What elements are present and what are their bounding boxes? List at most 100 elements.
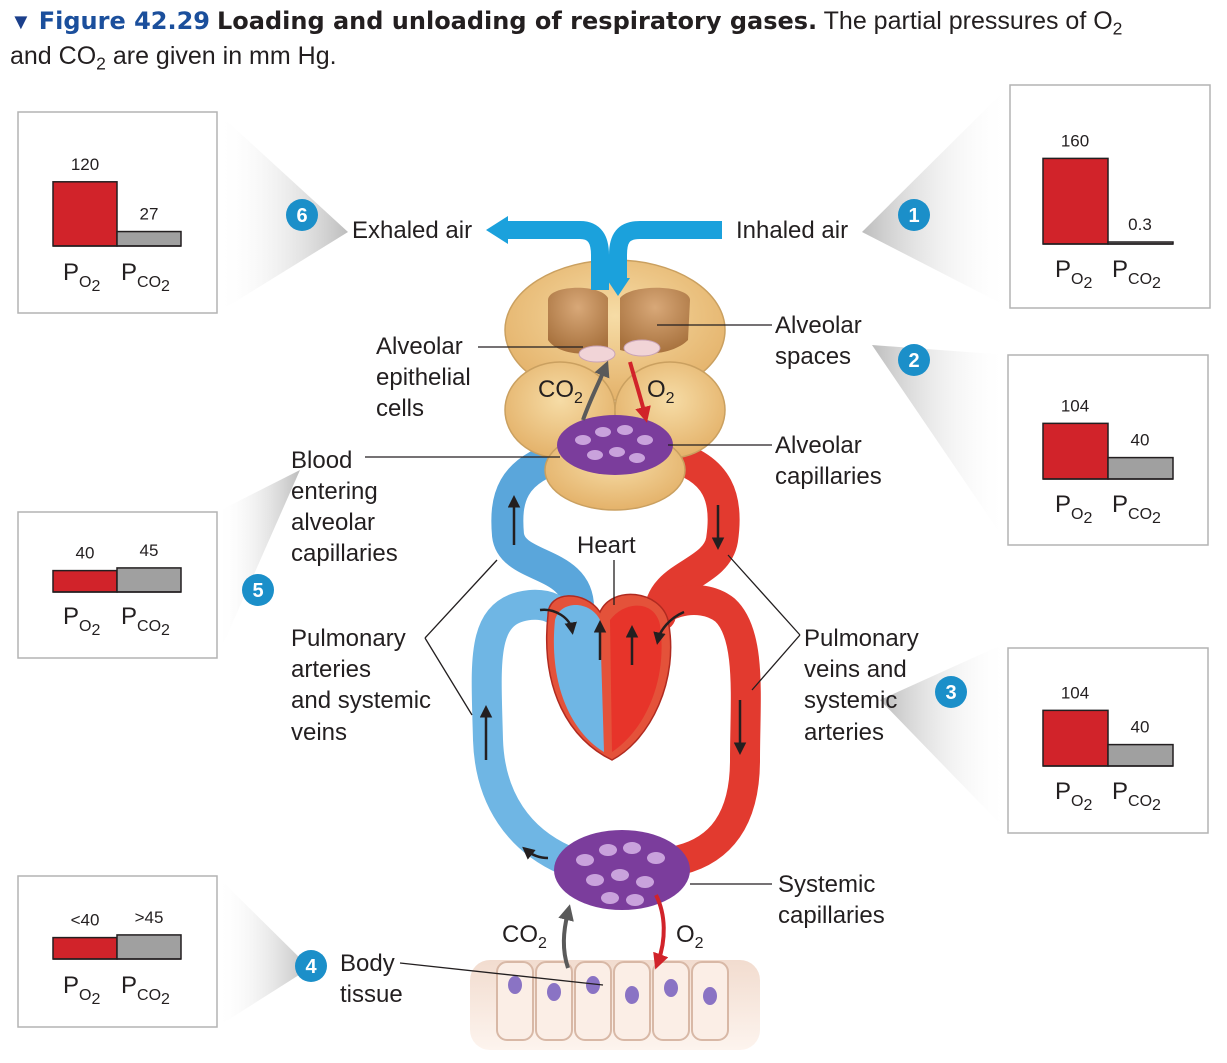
label-pulm-arteries-4: veins (291, 719, 347, 746)
label-alveolar-spaces-2: spaces (775, 343, 851, 370)
panel-2-pco2-p: P (1112, 491, 1128, 518)
panel-1-po2-axis-label: PO2 (1055, 256, 1092, 292)
o2-tissue-arrow (653, 894, 669, 970)
panel-3-pco2-bar (1107, 743, 1174, 767)
panel-1-po2-bar (1042, 157, 1109, 245)
label-heart: Heart (577, 532, 636, 559)
panel-6-pco2-axis-label: PCO2 (121, 259, 170, 295)
caption-sub-1: 2 (1112, 18, 1123, 39)
panel-6-pco2-co: CO (137, 274, 161, 291)
panel-4-po2-p: P (63, 972, 79, 999)
leader-lines (365, 324, 801, 986)
label-pulm-arteries-2: arteries (291, 656, 371, 683)
panel-5-po2-p: P (63, 603, 79, 630)
label-co2-lung-sub: 2 (574, 390, 583, 407)
panel-6-po2-sub: 2 (91, 278, 100, 295)
panel-2-pco2-value: 40 (1131, 431, 1150, 450)
panel-step-4: <40 >45 PO2 PCO2 (17, 875, 218, 1028)
panel-2-po2-o: O (1071, 506, 1083, 523)
panel-2-pco2-co: CO (1128, 506, 1152, 523)
panel-step-1-frame (1009, 84, 1211, 309)
co2-out-arrow (581, 360, 610, 421)
step-badge-2-label: 2 (908, 350, 919, 372)
panel-5-po2-sub: 2 (91, 622, 100, 639)
label-pulm-arteries-3: and systemic (291, 687, 431, 714)
panel-1-pco2-value: 0.3 (1128, 215, 1152, 234)
heart-left-side (610, 605, 662, 752)
panel-1-po2-p: P (1055, 256, 1071, 283)
figure-title: Loading and unloading of respiratory gas… (216, 7, 818, 35)
panel-5-po2-value: 40 (76, 544, 95, 563)
figure-caption: ▼ Figure 42.29 Loading and unloading of … (10, 4, 1210, 73)
flow-arrow-6 (653, 610, 685, 645)
label-co2-tissue: CO2 (502, 921, 547, 952)
step-badge-3 (935, 676, 967, 708)
wedge-5 (217, 470, 300, 658)
inhaled-arrow-head-icon (606, 278, 630, 296)
panel-6-po2-o: O (79, 274, 91, 291)
step-badge-3-label: 3 (945, 682, 956, 704)
panel-2-po2-sub: 2 (1083, 510, 1092, 527)
step-badge-4-label: 4 (305, 956, 317, 978)
panel-6-pco2-p: P (121, 259, 137, 286)
panel-5-po2-axis-label: PO2 (63, 603, 100, 639)
panel-3-pco2-axis-label: PCO2 (1112, 778, 1161, 814)
panel-5-pco2-sub: 2 (161, 622, 170, 639)
panel-step-6-frame (17, 111, 218, 314)
label-pulm-arteries-1: Pulmonary (291, 625, 406, 652)
panel-1-po2-sub: 2 (1083, 275, 1092, 292)
label-blood-entering-1: Blood (291, 447, 352, 474)
label-alveolar-capillaries-1: Alveolar (775, 432, 862, 459)
panel-2-pco2-sub: 2 (1152, 510, 1161, 527)
caption-triangle-icon: ▼ (10, 9, 32, 34)
callout-wedges (217, 85, 1010, 1027)
o2-in-arrow (628, 361, 651, 423)
panel-5-pco2-value: 45 (140, 541, 159, 560)
label-co2-lung-main: CO (538, 376, 574, 403)
label-o2-tissue-sub: 2 (695, 935, 704, 952)
panel-3-pco2-sub: 2 (1152, 797, 1161, 814)
panel-step-1: 160 0.3 PO2 PCO2 (1009, 84, 1211, 309)
step-badge-1 (898, 199, 930, 231)
panel-4-pco2-value: >45 (135, 908, 164, 927)
panel-1-po2-value: 160 (1061, 131, 1089, 150)
panel-3-po2-axis-label: PO2 (1055, 778, 1092, 814)
label-inhaled-air: Inhaled air (736, 217, 848, 244)
panel-3-po2-p: P (1055, 778, 1071, 805)
panel-3-po2-sub: 2 (1083, 797, 1092, 814)
flow-arrow-3 (539, 608, 577, 635)
label-co2-lung: CO2 (538, 376, 583, 407)
panel-2-po2-p: P (1055, 491, 1071, 518)
partial-pressure-panels: 160 0.3 PO2 PCO2 104 40 PO2 PCO2 104 40 … (17, 84, 1211, 1028)
panel-4-po2-value: <40 (71, 911, 100, 930)
panel-6-pco2-value: 27 (140, 205, 159, 224)
wedge-4 (217, 876, 310, 1027)
caption-text-2: and CO (10, 42, 97, 70)
label-systemic-capillaries-2: capillaries (778, 902, 885, 929)
panel-4-po2-o: O (79, 987, 91, 1004)
step-badge-2 (898, 344, 930, 376)
systemic-capillary-network (554, 830, 690, 910)
co2-tissue-arrow (558, 904, 574, 969)
panel-step-6: 120 27 PO2 PCO2 (17, 111, 218, 314)
panel-4-po2-axis-label: PO2 (63, 972, 100, 1008)
panel-5-po2-o: O (79, 618, 91, 635)
panel-4-pco2-sub: 2 (161, 991, 170, 1008)
label-pulm-veins-2: veins and (804, 656, 907, 683)
step-badge-4 (295, 950, 327, 982)
label-blood-entering-4: capillaries (291, 540, 398, 567)
label-epithelial-1: Alveolar (376, 333, 463, 360)
panel-6-pco2-bar (116, 230, 182, 247)
panel-5-pco2-co: CO (137, 618, 161, 635)
label-blood-entering-2: entering (291, 478, 378, 505)
label-alveolar-capillaries-2: capillaries (775, 463, 882, 490)
diagram-labels: Exhaled air Inhaled air Alveolar spaces … (291, 217, 919, 1008)
alveolar-space-right (620, 287, 690, 354)
caption-text-3: are given in mm Hg. (105, 42, 337, 70)
panel-3-pco2-p: P (1112, 778, 1128, 805)
panel-step-2: 104 40 PO2 PCO2 (1007, 354, 1209, 546)
step-badge-5-label: 5 (252, 580, 263, 602)
label-exhaled-air: Exhaled air (352, 217, 472, 244)
label-co2-tissue-main: CO (502, 921, 538, 948)
